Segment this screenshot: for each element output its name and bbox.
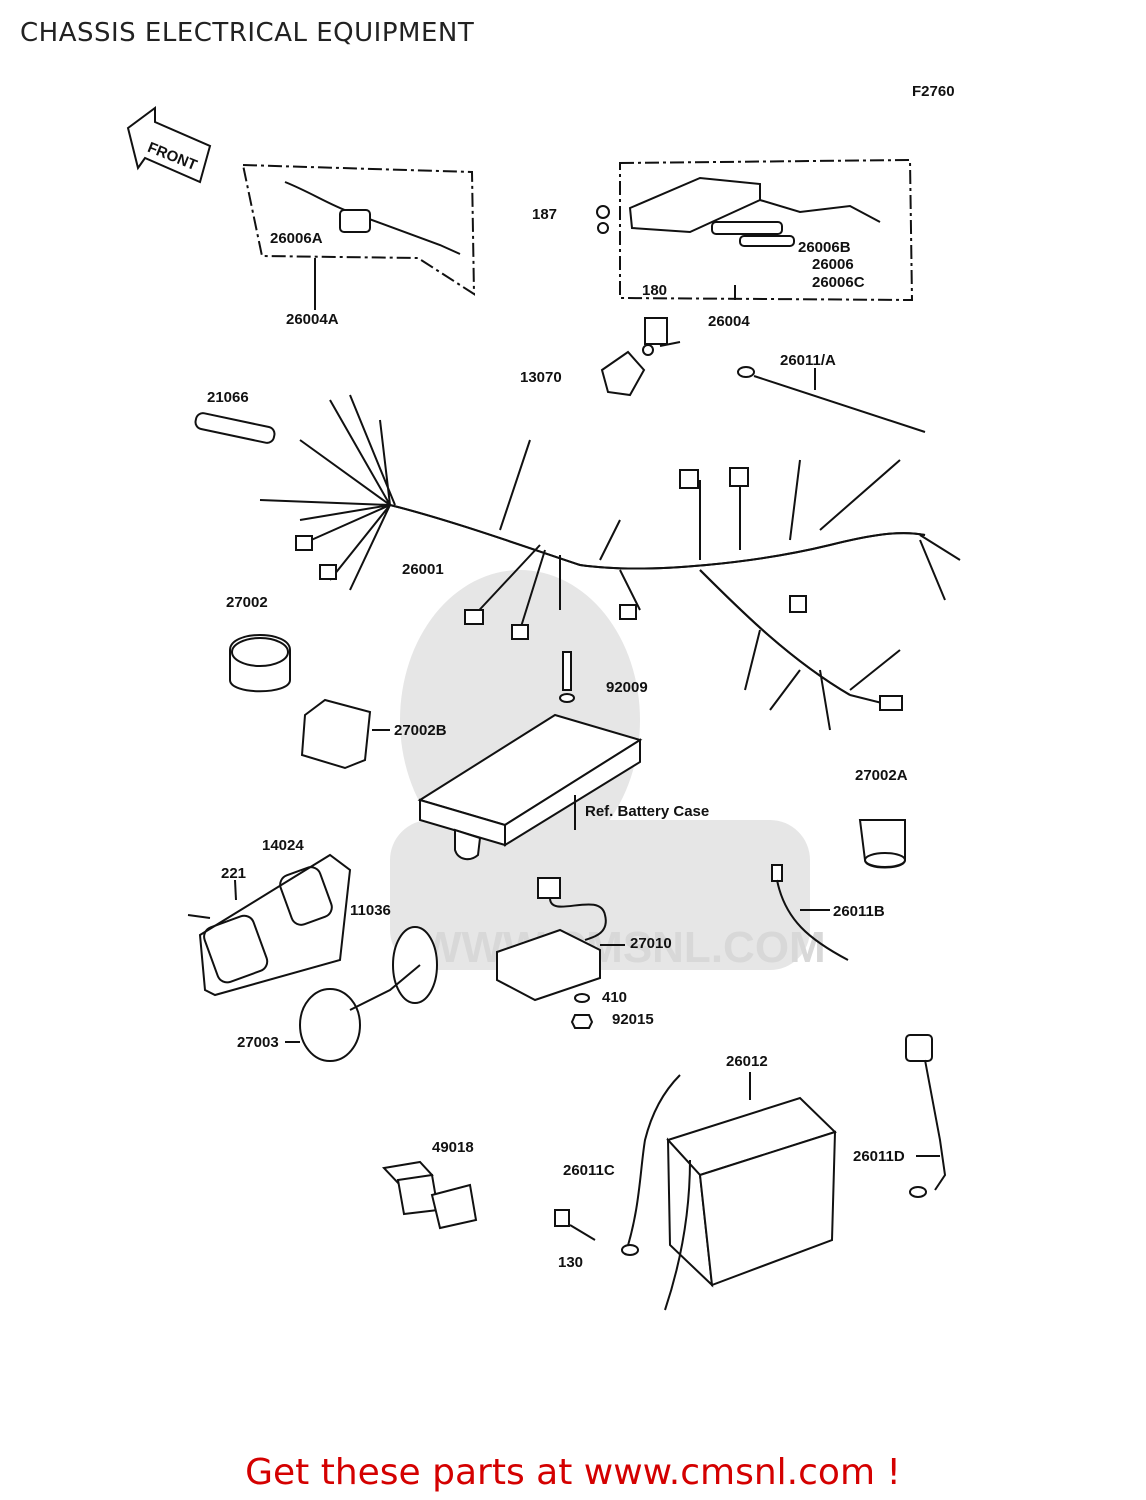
callout-ref-battery-case: Ref. Battery Case xyxy=(585,803,709,820)
callout-27002A: 27002A xyxy=(855,767,908,784)
part-26011D-wire xyxy=(905,1034,947,1198)
callout-27003: 27003 xyxy=(237,1034,279,1051)
callout-180: 180 xyxy=(642,282,667,299)
watermark-text: WWW.CMSNL.COM xyxy=(420,923,826,972)
callout-26006A: 26006A xyxy=(270,230,323,247)
part-26011B-wire xyxy=(771,864,849,961)
callout-13070: 13070 xyxy=(520,369,562,386)
part-27002A-relay xyxy=(858,819,906,869)
callout-26011A: 26011/A xyxy=(780,352,836,369)
callout-221: 221 xyxy=(221,865,246,882)
part-26011A-wire xyxy=(737,366,926,433)
footer-link[interactable]: Get these parts at www.cmsnl.com ! xyxy=(245,1452,901,1493)
callout-27002: 27002 xyxy=(226,594,268,611)
battery-case-ref xyxy=(417,713,643,861)
callout-26011C: 26011C xyxy=(563,1162,615,1179)
callout-410: 410 xyxy=(602,989,627,1006)
callout-27010: 27010 xyxy=(630,935,672,952)
part-21066-fuse xyxy=(194,412,276,444)
callout-130: 130 xyxy=(558,1254,583,1271)
callout-26012: 26012 xyxy=(726,1053,768,1070)
callout-187: 187 xyxy=(532,206,557,223)
callout-21066: 21066 xyxy=(207,389,249,406)
callout-26006B: 26006B xyxy=(798,239,851,256)
front-arrow-icon: FRONT xyxy=(126,106,212,184)
figure-code: F2760 xyxy=(912,83,955,100)
part-26004-group xyxy=(596,158,914,302)
part-27002-relay xyxy=(229,634,291,693)
part-13070-group xyxy=(600,317,681,397)
part-26004A-group xyxy=(241,163,476,310)
callout-14024: 14024 xyxy=(262,837,304,854)
callout-26001: 26001 xyxy=(402,561,444,578)
part-49018-connector xyxy=(381,1160,478,1230)
callout-26006: 26006 xyxy=(812,256,854,273)
part-horn-group xyxy=(187,853,438,1062)
callout-26004A: 26004A xyxy=(286,311,339,328)
callout-26011D: 26011D xyxy=(853,1148,905,1165)
callout-92009: 92009 xyxy=(606,679,648,696)
parts-diagram: WWW.CMSNL.COM F2760 FRONT 26006A 26004A … xyxy=(126,83,961,1311)
part-26011C-wire xyxy=(554,1074,691,1311)
part-26001-harness xyxy=(259,394,961,731)
callout-11036: 11036 xyxy=(350,902,391,919)
part-27010-unit xyxy=(496,877,625,1029)
callout-26006C: 26006C xyxy=(812,274,865,291)
callout-92015: 92015 xyxy=(612,1011,654,1028)
callout-49018: 49018 xyxy=(432,1139,474,1156)
page-title: CHASSIS ELECTRICAL EQUIPMENT xyxy=(20,18,475,48)
part-92009-bolt xyxy=(559,651,575,703)
part-26012-battery xyxy=(666,1072,837,1288)
part-27002B-relay xyxy=(300,698,390,770)
callout-26011B: 26011B xyxy=(833,903,885,920)
callout-26004: 26004 xyxy=(708,313,750,330)
callout-27002B: 27002B xyxy=(394,722,447,739)
